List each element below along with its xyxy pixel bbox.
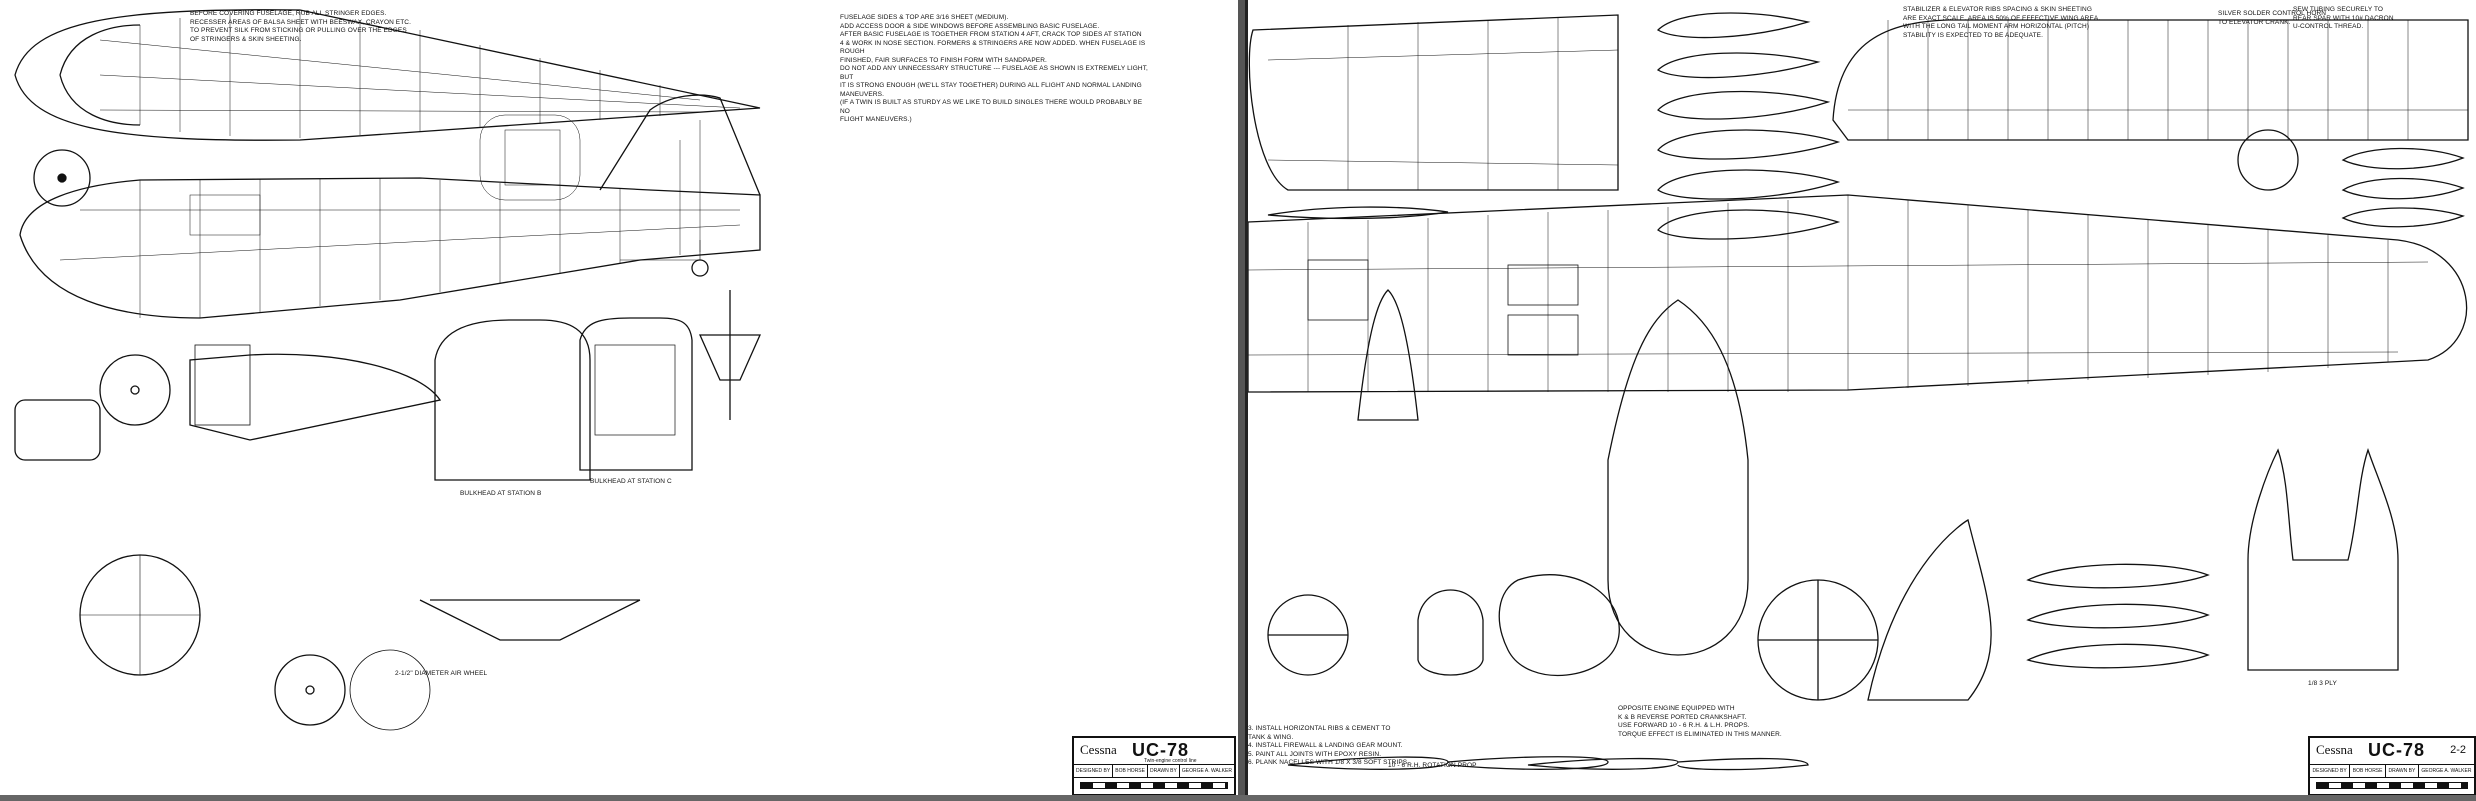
designed-by: BOB HORSE [2350, 765, 2387, 777]
designed-by-label: DESIGNED BY [2310, 765, 2351, 777]
fuselage-top-view [14, 9, 761, 141]
cowl-front-view [14, 399, 101, 461]
bottom-edge [0, 795, 2476, 801]
bulkhead-station-b [434, 319, 591, 481]
drawn-by: GEORGE A. WALKER [1181, 768, 1232, 774]
bulkhead-station-c [579, 317, 693, 471]
designed-by: BOB HORSE [1113, 765, 1149, 777]
nacelle-section-3 [1498, 574, 1620, 677]
propeller-rh [1287, 756, 1609, 770]
nacelle-side-view [189, 353, 442, 441]
tail-wheel [691, 259, 709, 277]
sheet-number: 2-2 [2450, 744, 2466, 756]
label-bulkhead-c: Bulkhead at station C [590, 478, 672, 485]
title-block-2: Cessna UC-78 2-2 DESIGNED BY BOB HORSE D… [2308, 736, 2476, 796]
wing-ribs [1656, 12, 1841, 240]
note-solder-horn: Silver solder control horn to elevator c… [2218, 10, 2327, 26]
engine-mount-detail [698, 290, 762, 420]
note-sew-tubing: Sew tubing securely to rear spar with 10… [2293, 6, 2394, 30]
sheet-1-drawing [14, 9, 762, 731]
label-ply: 1/8 3 PLY [2308, 680, 2337, 687]
note-engine: Opposite engine equipped with K & B reve… [1618, 705, 1782, 738]
sheet-2-drawing [1248, 12, 2469, 771]
note-wheel: 2-1/2" diameter air wheel [395, 670, 488, 677]
nacelle-section-2 [1417, 589, 1484, 676]
nacelle-top-view [1607, 299, 1749, 656]
note-fuselage: Fuselage sides & top are 3/16 sheet (med… [840, 14, 1148, 123]
credits-row: DESIGNED BY BOB HORSE DRAWN BY GEORGE A.… [2310, 764, 2474, 778]
section-view-circle [33, 149, 91, 207]
brand-logo: Cessna [2316, 742, 2353, 757]
title-block: Cessna UC-78 Twin-engine control line DE… [1072, 736, 1236, 796]
note-stabilizer: Stabilizer & elevator ribs spacing & ski… [1903, 6, 2101, 39]
landing-gear-strut [419, 599, 641, 641]
ply-former [2247, 447, 2399, 671]
drawn-by-label: DRAWN BY [1148, 765, 1180, 777]
main-wing-panel [1248, 194, 2468, 393]
vertical-fin [599, 94, 761, 196]
wing-fillet-section [1867, 519, 1992, 701]
note-covering: Before covering fuselage, rub all string… [190, 10, 412, 43]
sheet-divider [1238, 0, 1245, 801]
nacelle-top-view-2 [1357, 289, 1419, 421]
drawn-by-label: DRAWN BY [2386, 765, 2419, 777]
stabilizer-elevator [1832, 19, 2469, 141]
wheel-hub [349, 649, 431, 731]
fuselage-top-stringers [99, 12, 741, 138]
tank-section [2237, 129, 2299, 191]
model-name: UC-78 [1132, 740, 1190, 760]
scale-bar [2316, 782, 2468, 789]
label-bulkhead-b: Bulkhead at station B [460, 490, 542, 497]
label-prop: 10 - 6 R.H. rotation prop [1388, 762, 1477, 769]
wheel-side [99, 354, 171, 426]
plan-sheet-1: Before covering fuselage, rub all string… [0, 0, 1241, 796]
subtitle: Twin-engine control line [1144, 758, 1197, 764]
drawn-by: GEORGE A. WALKER [2421, 768, 2472, 774]
model-name: UC-78 [2368, 740, 2426, 760]
credits-row: DESIGNED BY BOB HORSE DRAWN BY GEORGE A.… [1074, 764, 1234, 778]
note-nacelle-steps: 3. Install horizontal ribs & cement to t… [1248, 725, 1410, 766]
plan-sheet-2: Stabilizer & elevator ribs spacing & ski… [1245, 0, 2476, 796]
main-wheel [274, 654, 346, 726]
propeller-2 [1527, 757, 1809, 771]
fuselage-side-view [19, 177, 761, 319]
scale-bar [1080, 782, 1228, 789]
designed-by-label: DESIGNED BY [1074, 765, 1114, 777]
brand-logo: Cessna [1080, 742, 1117, 757]
outer-wing-panel [1248, 14, 1619, 191]
